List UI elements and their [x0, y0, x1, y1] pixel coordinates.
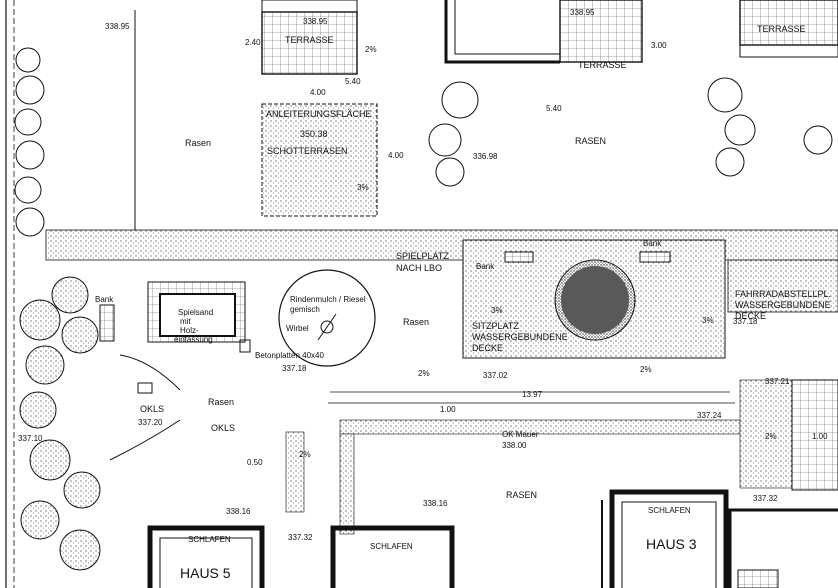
dim-d2: 5.40: [546, 104, 562, 113]
dim-d4: 2.40: [245, 38, 261, 47]
bench-left: [99, 304, 115, 342]
fire-access-area: [261, 103, 378, 217]
label-schlafen-3: SCHLAFEN: [648, 506, 691, 515]
level-l2: 338.95: [303, 17, 328, 26]
label-anleiterung-material: SCHOTTERRASEN: [267, 146, 348, 156]
label-schlafen-2: SCHLAFEN: [370, 542, 413, 551]
label-okls-2: OKLS: [211, 423, 235, 433]
terrace-right: [739, 0, 838, 58]
slope-s2: 2%: [418, 369, 430, 378]
property-boundary: [5, 0, 136, 588]
building-mid: [330, 525, 455, 588]
slope-s5: 2%: [299, 450, 311, 459]
building-haus3: [601, 489, 729, 588]
dim-d5: 3.00: [651, 41, 667, 50]
label-rasen-top-left: Rasen: [185, 138, 211, 148]
slope-s1: 2%: [365, 45, 377, 54]
building-right: [728, 379, 838, 588]
label-anleiterung-title: ANLEITERUNGSFLÄCHE: [266, 109, 372, 119]
slope-s3: 2%: [640, 365, 652, 374]
dim-d9: 0.50: [247, 458, 263, 467]
label-haus5: HAUS 5: [180, 565, 231, 581]
hedge-row: [14, 47, 45, 237]
slope-s7: 2%: [765, 432, 777, 441]
label-anleiterung-slope: 3%: [357, 183, 369, 192]
label-spielplatz: SPIELPLATZ: [396, 251, 449, 261]
seating-area: [462, 239, 726, 359]
label-sitzplatz-3: DECKE: [472, 343, 503, 353]
label-betonplatten: Betonplatten 40x40: [255, 351, 324, 360]
label-bank-right: Bank: [643, 239, 662, 248]
level-l16: 337.32: [288, 533, 313, 542]
level-l13: 338.16: [423, 499, 448, 508]
label-bank-mid: Bank: [476, 262, 495, 271]
dim-d1: 5.40: [345, 77, 361, 86]
level-l14: 338.16: [226, 507, 251, 516]
level-l1: 338.95: [105, 22, 130, 31]
label-rasen-left: Rasen: [208, 397, 234, 407]
dim-d3: 4.00: [310, 88, 326, 97]
terrace-mid: [444, 0, 643, 64]
level-l12: 338.00: [502, 441, 527, 450]
lower-lawn-wall: [285, 379, 793, 535]
label-sitzplatz-2: WASSERGEBUNDENE: [472, 332, 568, 342]
level-l6: 337.18: [733, 317, 758, 326]
label-spielsand-1: Spielsand: [178, 308, 213, 317]
level-l10: 337.20: [138, 418, 163, 427]
level-l8: 337.21: [765, 377, 790, 386]
building-haus5: [147, 525, 265, 588]
level-l3: 338.95: [570, 8, 595, 17]
label-rindenmulch-1: Rindenmulch / Riesel: [290, 295, 366, 304]
label-wirbel: Wirbel: [286, 324, 309, 333]
slope-s6: 3%: [491, 306, 503, 315]
bike-parking: [727, 259, 838, 313]
label-ok-mauer: OK Mauer: [502, 430, 539, 439]
level-l4: 336.98: [473, 152, 498, 161]
label-terrasse-left: TERRASSE: [285, 35, 334, 45]
trees-left: [19, 276, 101, 571]
label-rindenmulch-2: gemisch: [290, 305, 320, 314]
level-l11: 337.10: [18, 434, 43, 443]
label-rasen-mid: Rasen: [403, 317, 429, 327]
terrace-left: [261, 0, 358, 75]
label-rasen-bottom: RASEN: [506, 490, 537, 500]
dim-d10: 1.00: [812, 432, 828, 441]
sandbox: [147, 281, 246, 343]
level-l5: 337.18: [282, 364, 307, 373]
level-l15: 337.32: [753, 494, 778, 503]
level-l9: 337.24: [697, 411, 722, 420]
label-anleiterung-level: 350.38: [300, 129, 328, 139]
label-terrasse-right: TERRASSE: [757, 24, 806, 34]
label-fahrrad-1: FAHRRADABSTELLPL.: [735, 289, 831, 299]
label-rasen-top: RASEN: [575, 136, 606, 146]
dimension-row: [328, 391, 735, 404]
label-fahrrad-2: WASSERGEBUNDENE: [735, 300, 831, 310]
level-l7: 337.02: [483, 371, 508, 380]
label-haus3: HAUS 3: [646, 536, 697, 552]
label-schlafen-1: SCHLAFEN: [188, 535, 231, 544]
mulch-circle: [278, 269, 376, 367]
dim-d6: 13.97: [522, 390, 543, 399]
dim-d7: 1.00: [440, 405, 456, 414]
label-fahrrad-3: DECKE: [735, 311, 766, 321]
dim-d8: 4.00: [388, 151, 404, 160]
okls-details: [109, 339, 251, 461]
label-spielsand-2: mit: [180, 317, 191, 326]
label-bank-left: Bank: [95, 295, 114, 304]
label-spielsand-4: einfassung: [174, 335, 213, 344]
trees-top: [428, 77, 833, 187]
slope-s4: 3%: [702, 316, 714, 325]
label-sitzplatz-1: SITZPLATZ: [472, 321, 519, 331]
label-spielplatz-sub: NACH LBO: [396, 263, 442, 273]
label-terrasse-mid: TERRASSE: [578, 60, 627, 70]
label-spielsand-3: Holz-: [180, 326, 199, 335]
label-okls-1: OKLS: [140, 404, 164, 414]
